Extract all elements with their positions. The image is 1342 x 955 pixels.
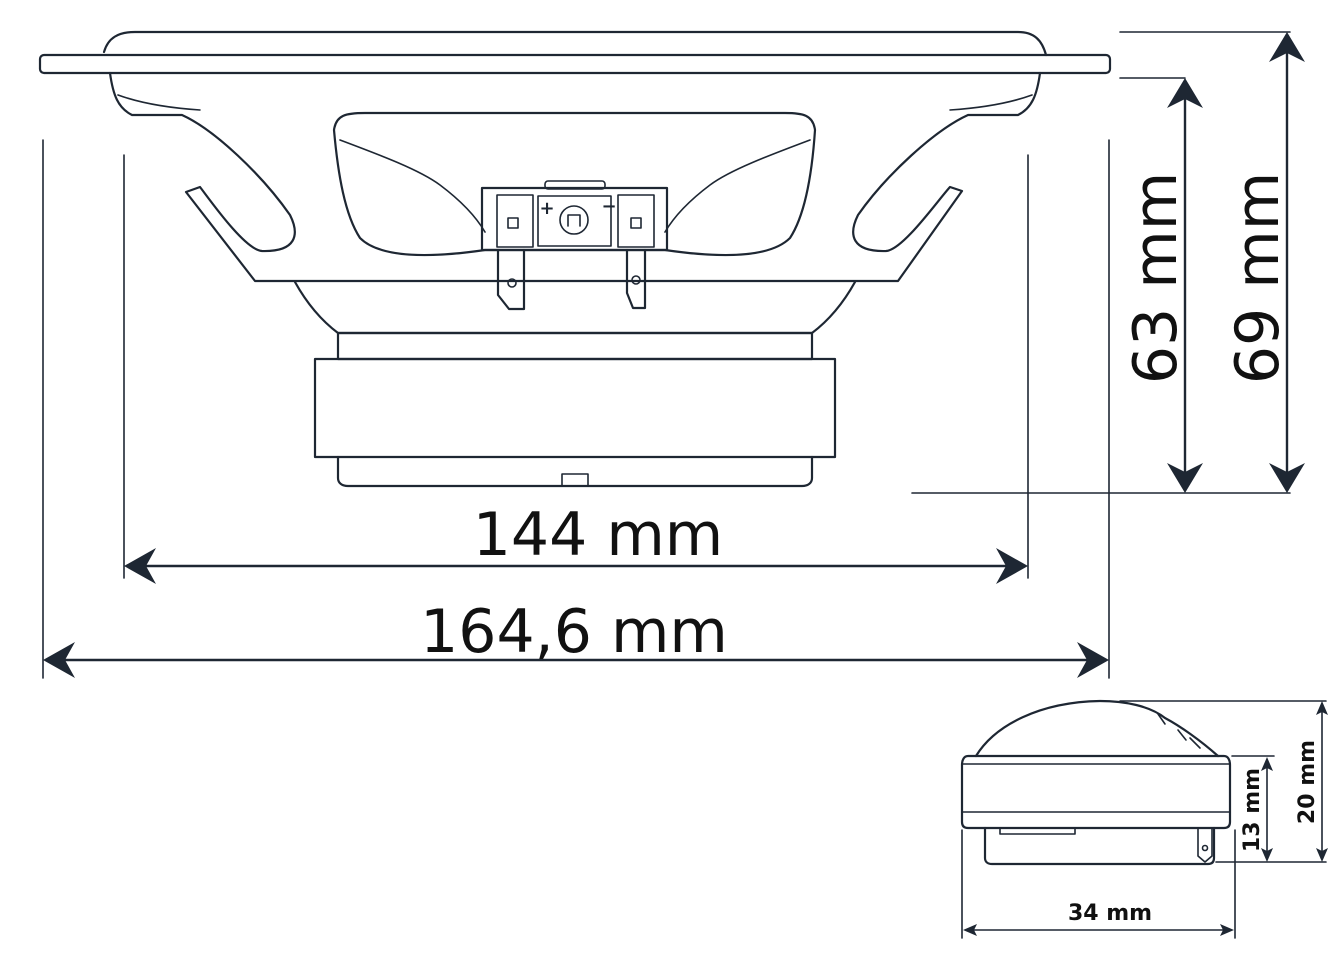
tweeter-terminal <box>1197 827 1213 863</box>
terminal-left-spade <box>496 248 526 311</box>
dimension-13: 13 mm <box>1240 757 1273 862</box>
tweeter-base-tab <box>999 827 1076 835</box>
terminal-center-glyph <box>567 214 581 227</box>
mount-depth-label: 63 mm <box>1121 172 1191 384</box>
woofer-basket-rim <box>117 94 1033 111</box>
terminal-center <box>537 195 612 247</box>
terminal-top-tab <box>544 180 606 190</box>
dimension-20: 20 mm <box>1295 701 1328 862</box>
terminal-right-frame <box>617 194 655 248</box>
woofer-cone-window <box>332 111 817 257</box>
magnet-vent <box>561 473 589 487</box>
tweeter-body <box>960 754 1232 830</box>
woofer-extension-lines <box>42 31 1291 679</box>
magnet-top-plate <box>336 331 814 361</box>
outer-diameter-label: 164,6 mm <box>420 597 728 667</box>
tweeter-terminal-hole <box>1201 844 1209 852</box>
woofer-basket <box>108 71 1042 283</box>
tweeter-extension-lines <box>961 700 1327 939</box>
dimension-144: 144 mm <box>124 500 1028 584</box>
terminal-center-circle <box>559 205 589 235</box>
woofer-flange <box>38 53 1112 75</box>
woofer-gasket <box>102 30 1048 57</box>
total-depth-label: 69 mm <box>1223 172 1293 384</box>
terminal-left-frame <box>496 194 534 248</box>
woofer-cone-inner-right <box>664 139 811 233</box>
terminal-right-slot <box>630 217 642 229</box>
tweeter-dome <box>974 699 1220 758</box>
terminal-left-slot <box>507 217 519 229</box>
dimension-164: 164,6 mm <box>43 597 1109 678</box>
woofer-cone-inner-left <box>339 139 486 233</box>
tweeter-width-label: 34 mm <box>1068 901 1152 926</box>
cutout-diameter-label: 144 mm <box>473 500 724 570</box>
tweeter-dome-detail <box>1157 713 1201 749</box>
terminal-plus-label: + <box>539 198 554 219</box>
terminal-housing <box>480 186 669 252</box>
woofer-drawing: + − <box>38 30 1112 488</box>
woofer-basket-lower <box>293 280 857 335</box>
terminal-minus-label: − <box>601 196 616 217</box>
magnet-back-plate <box>336 455 814 488</box>
terminal-right-spade <box>625 248 647 310</box>
tweeter-base <box>983 826 1216 866</box>
terminal-right-hole <box>631 275 641 285</box>
tweeter-body-height-label: 13 mm <box>1240 768 1265 852</box>
terminal-block: + − <box>480 180 669 311</box>
magnet-ring <box>313 357 837 459</box>
dimension-69: 69 mm <box>1223 32 1305 493</box>
dimension-63: 63 mm <box>1121 78 1203 493</box>
dimension-34: 34 mm <box>963 901 1234 936</box>
terminal-left-hole <box>507 278 517 288</box>
tweeter-drawing <box>960 699 1232 866</box>
tweeter-total-height-label: 20 mm <box>1295 740 1320 824</box>
